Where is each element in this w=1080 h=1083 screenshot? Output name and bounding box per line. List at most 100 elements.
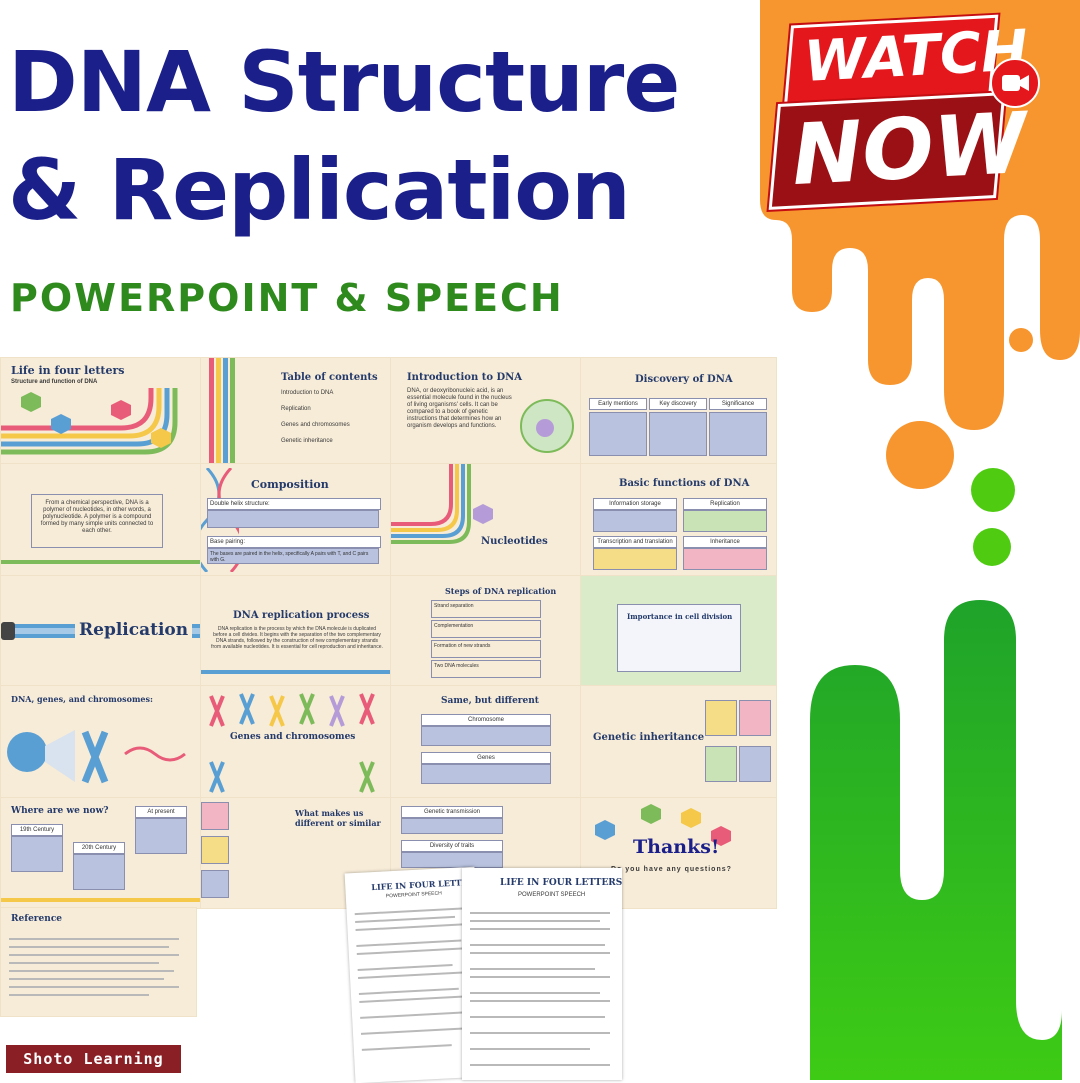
slide-genes-chromosomes-title: Genes and chromosomes	[227, 732, 359, 742]
step-2: Complementation	[431, 620, 541, 638]
slide-same-different-title: Same, but different	[441, 696, 539, 706]
cell-illustration	[520, 399, 574, 453]
slide-cell-division: Importance in cell division	[580, 575, 777, 687]
nucleotide-stripes	[391, 464, 493, 544]
timeline-item-3: At present	[135, 806, 187, 818]
timeline-item-2: 20th Century	[73, 842, 125, 854]
slide-replication-process-title: DNA replication process	[233, 610, 370, 621]
speech-doc-subtitle-1: POWERPOINT SPEECH	[385, 890, 442, 900]
same-box-1	[421, 726, 551, 746]
thanks-hexagons	[595, 804, 731, 846]
discovery-box-3	[709, 412, 767, 456]
transmission-item-2: Diversity of traits	[401, 840, 503, 852]
slide-reference-title: Reference	[11, 914, 63, 924]
function-item-1: Information storage	[593, 498, 677, 510]
slide-nucleotides: Nucleotides	[390, 463, 582, 577]
slide-polymer: From a chemical perspective, DNA is a po…	[0, 463, 202, 577]
watch-now-badge[interactable]: WATCH NOW	[768, 6, 1040, 210]
title-line-1: DNA Structure	[8, 33, 680, 131]
slide-genetic-inheritance-title: Genetic inheritance	[593, 732, 705, 743]
slide-steps: Steps of DNA replication Strand separati…	[390, 575, 582, 687]
chromosome-illustration	[7, 730, 186, 784]
stripes-decoration	[209, 358, 235, 464]
slide-discovery-title: Discovery of DNA	[635, 374, 733, 385]
slide-intro-text: DNA, or deoxyribonucleic acid, is an ess…	[407, 388, 512, 429]
transmission-box-2	[401, 852, 503, 868]
slide-replication-process: DNA replication process DNA replication …	[200, 575, 392, 687]
function-item-3: Transcription and translation	[593, 536, 677, 548]
slide-toc: Table of contents Introduction to DNA Re…	[200, 357, 392, 465]
slide-cover: Life in four letters Structure and funct…	[0, 357, 202, 465]
slide-polymer-text: From a chemical perspective, DNA is a po…	[40, 500, 154, 534]
video-camera-icon	[990, 58, 1040, 108]
slide-intro: Introduction to DNA DNA, or deoxyribonuc…	[390, 357, 582, 465]
toc-item-2: Replication	[281, 406, 311, 412]
composition-box-2: The bases are paired in the helix, speci…	[207, 548, 379, 564]
subtitle: POWERPOINT & SPEECH	[10, 276, 564, 320]
slide-thanks-title: Thanks!	[633, 836, 720, 858]
discovery-col-2: Key discovery	[649, 398, 707, 410]
timeline-box-3	[135, 818, 187, 854]
transmission-item-1: Genetic transmission	[401, 806, 503, 818]
slide-discovery: Discovery of DNA Early mentions Key disc…	[580, 357, 777, 465]
polymer-box	[31, 494, 163, 548]
slide-dna-genes: DNA, genes, and chromosomes:	[0, 685, 202, 799]
step-1: Strand separation	[431, 600, 541, 618]
slide-intro-title: Introduction to DNA	[407, 372, 523, 383]
toc-item-4: Genetic inheritance	[281, 438, 333, 444]
fly-card-1	[705, 700, 737, 736]
slide-basic-functions: Basic functions of DNA Information stora…	[580, 463, 777, 577]
hexagon-decoration	[1, 388, 178, 455]
slide-thanks-subtitle: Do you have any questions?	[611, 866, 732, 873]
slide-cover-subtitle: Structure and function of DNA	[11, 379, 98, 385]
slide-cell-division-title: Importance in cell division	[627, 612, 733, 621]
slide-nucleotides-title: Nucleotides	[481, 536, 548, 547]
slide-basic-functions-title: Basic functions of DNA	[619, 478, 750, 489]
cell-division-box	[617, 604, 741, 672]
slide-steps-title: Steps of DNA replication	[445, 586, 557, 596]
step-4: Two DNA molecules	[431, 660, 541, 678]
toc-item-3: Genes and chromosomes	[281, 422, 350, 428]
slide-replication: Replication	[0, 575, 202, 687]
same-item-1: Chromosome	[421, 714, 551, 726]
toc-item-1: Introduction to DNA	[281, 390, 334, 396]
slide-reference: Reference	[0, 907, 197, 1017]
slide-genes-chromosomes: Genes and chromosomes	[200, 685, 392, 799]
function-item-2: Replication	[683, 498, 767, 510]
face-card-2	[201, 836, 229, 864]
discovery-box-2	[649, 412, 707, 456]
discovery-col-1: Early mentions	[589, 398, 647, 410]
badge-now-text: NOW	[789, 93, 1029, 205]
function-box-2	[683, 510, 767, 532]
slide-toc-title: Table of contents	[281, 372, 378, 383]
slide-replication-process-text: DNA replication is the process by which …	[211, 626, 383, 650]
fly-card-3	[705, 746, 737, 782]
function-box-3	[593, 548, 677, 570]
slide-timeline-title: Where are we now?	[11, 806, 109, 816]
slide-genetic-inheritance: Genetic inheritance	[580, 685, 777, 799]
title-line-2: & Replication	[8, 141, 631, 239]
speech-doc-page-2: LIFE IN FOUR LETTERS POWERPOINT SPEECH	[462, 868, 622, 1080]
slide-composition: Composition Double helix structure: Base…	[200, 463, 392, 577]
function-item-4: Inheritance	[683, 536, 767, 548]
composition-label-1: Double helix structure:	[207, 498, 381, 510]
function-box-1	[593, 510, 677, 532]
timeline-item-1: 19th Century	[11, 824, 63, 836]
timeline-box-2	[73, 854, 125, 890]
composition-box-1	[207, 510, 379, 528]
slide-similar-title: What makes us different or similar	[295, 808, 381, 828]
speech-doc-subtitle-2: POWERPOINT SPEECH	[518, 892, 586, 898]
slide-similar: What makes us different or similar	[200, 797, 392, 909]
timeline-box-1	[11, 836, 63, 872]
face-card-3	[201, 870, 229, 898]
slide-same-different: Same, but different Chromosome Genes	[390, 685, 582, 799]
face-card-1	[201, 802, 229, 830]
same-item-2: Genes	[421, 752, 551, 764]
transmission-box-1	[401, 818, 503, 834]
composition-label-2: Base pairing:	[207, 536, 381, 548]
slide-composition-title: Composition	[251, 478, 329, 491]
function-box-4	[683, 548, 767, 570]
chromosome-pattern	[209, 693, 375, 793]
slide-timeline: Where are we now? 19th Century 20th Cent…	[0, 797, 202, 909]
slide-cover-title: Life in four letters	[11, 364, 125, 377]
